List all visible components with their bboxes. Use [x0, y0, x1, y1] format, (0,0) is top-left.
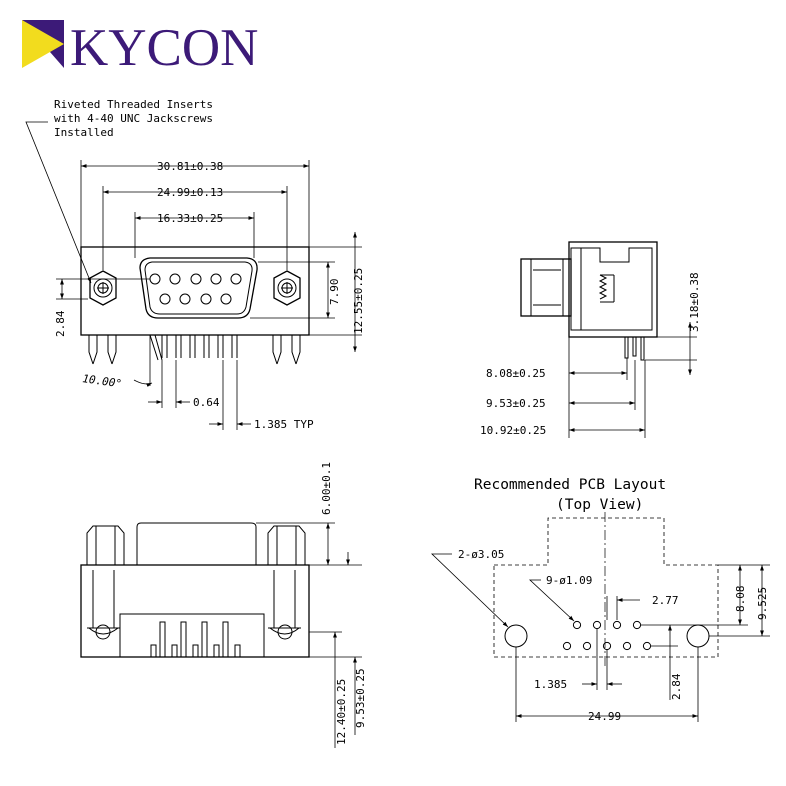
pcb-pin-hole-9 [642, 641, 652, 651]
bottom-hex-left [86, 525, 125, 565]
flange [80, 246, 310, 336]
note-line-1: Riveted Threaded Inserts [54, 98, 213, 111]
front-view: Riveted Threaded Inserts with 4-40 UNC J… [25, 98, 365, 431]
pcb-row-offset: 2.84 [670, 673, 683, 700]
contact-6 [159, 293, 171, 305]
dim-side-d2: 9.53±0.25 [486, 397, 546, 410]
pcb-h2: 9.525 [756, 587, 769, 620]
pcb-pin-hole-2 [592, 620, 602, 630]
bottom-insert [119, 613, 265, 658]
side-pins [624, 337, 645, 361]
contact-2 [169, 273, 181, 285]
dim-side-d1: 8.08±0.25 [486, 367, 546, 380]
d-shell [139, 257, 258, 319]
dim-side-height: 3.18±0.38 [688, 272, 701, 332]
contact-4 [210, 273, 222, 285]
pcb-mount-holes-label: 2-ø3.05 [458, 548, 504, 561]
dim-overall-width: 30.81±0.38 [157, 160, 223, 173]
pcb-pin-hole-7 [602, 641, 612, 651]
bottom-boardlock-left [87, 570, 120, 635]
logo-wordmark: KYCON [70, 19, 258, 70]
side-view: 3.18±0.38 8.08±0.25 9.53±0.25 10.92±0.25 [480, 241, 701, 438]
pcb-pin-hole-6 [582, 641, 592, 651]
bottom-screw-left [95, 624, 111, 640]
dim-angle-arc [133, 379, 153, 388]
dim-pin: 0.64 [193, 396, 220, 409]
jackscrew-left-hex [89, 270, 117, 306]
dim-jack-height: 6.00±0.1 [320, 462, 333, 515]
contact-3 [190, 273, 202, 285]
d-shell-inner [144, 261, 253, 315]
note-line-3: Installed [54, 126, 114, 139]
dim-angle: 10.00° [82, 372, 123, 390]
pcb-pin-hole-4 [632, 620, 642, 630]
dim-pitch: 1.385 TYP [254, 418, 314, 431]
note-leader [25, 121, 92, 284]
side-bracket [568, 241, 658, 338]
front-pins [88, 334, 301, 365]
side-bracket-step [581, 247, 653, 331]
contact-8 [200, 293, 212, 305]
pcb-pin-holes-label: 9-ø1.09 [546, 574, 592, 587]
pin-tails [149, 334, 238, 361]
jackscrew-right-thread [277, 278, 297, 298]
dim-bottom-d2: 9.53±0.25 [354, 668, 367, 728]
bottom-screw-right [277, 624, 293, 640]
contact-5 [230, 273, 242, 285]
dim-bottom-d1: 12.40±0.25 [335, 679, 348, 745]
pcb-subtitle: (Top View) [556, 497, 643, 513]
pcb-mount-hole-right [686, 624, 710, 648]
dim-shell-width: 16.33±0.25 [157, 212, 223, 225]
dim-offset: 2.84 [54, 310, 67, 337]
bottom-body [80, 564, 310, 658]
pcb-layout: Recommended PCB Layout (Top View) 2-ø3.0… [431, 477, 770, 723]
pcb-row-spacing: 2.77 [652, 594, 679, 607]
pcb-mount-hole-left [504, 624, 528, 648]
jackscrew-right-hex [273, 270, 301, 306]
logo-yellow-triangle [22, 20, 64, 68]
contact-7 [179, 293, 191, 305]
kycon-logo: KYCON [22, 19, 258, 70]
pcb-mount-spacing: 24.99 [588, 710, 621, 723]
boardlock-left [88, 335, 117, 365]
dim-mount-spacing: 24.99±0.13 [157, 186, 223, 199]
bottom-hex-right [267, 525, 306, 565]
bottom-shell-top [136, 522, 257, 565]
boardlock-right [272, 335, 301, 365]
dim-side-d3: 10.92±0.25 [480, 424, 546, 437]
pcb-pin-hole-8 [622, 641, 632, 651]
bottom-boardlock-right [268, 570, 301, 635]
pcb-h1: 8.08 [734, 586, 747, 613]
dim-shell-height: 7.90 [328, 279, 341, 306]
pcb-mount-leader [431, 553, 509, 628]
side-bracket-inner [570, 247, 582, 331]
bottom-pins [150, 621, 241, 657]
pcb-pin-hole-3 [612, 620, 622, 630]
pcb-pin-hole-1 [572, 620, 582, 630]
pcb-pin-hole-5 [562, 641, 572, 651]
dim-height: 12.55±0.25 [352, 268, 365, 334]
pcb-pitch: 1.385 [534, 678, 567, 691]
contact-1 [149, 273, 161, 285]
pcb-pin-leader [528, 579, 575, 622]
bottom-view: 6.00±0.1 12.40±0.25 9.53±0.25 [80, 462, 367, 748]
pcb-outline [493, 517, 719, 658]
side-thread [598, 274, 615, 303]
note-line-2: with 4-40 UNC Jackscrews [54, 112, 213, 125]
contact-9 [220, 293, 232, 305]
pcb-title: Recommended PCB Layout [474, 477, 666, 493]
